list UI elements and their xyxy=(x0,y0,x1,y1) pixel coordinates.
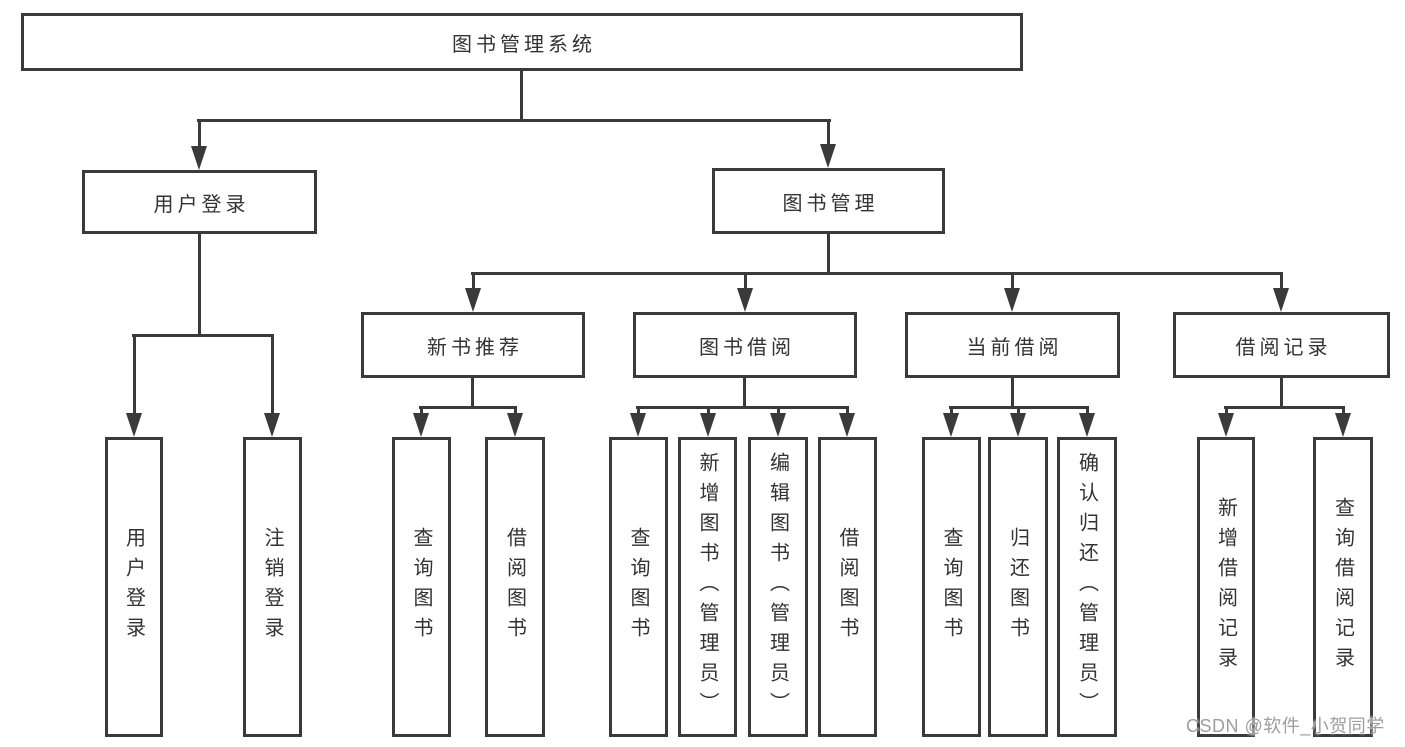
node-user-login: 用户登录 xyxy=(82,170,317,234)
arrowhead-leaf xyxy=(1010,413,1026,437)
node-label: 图书管理系统 xyxy=(452,33,596,56)
connector-stem-leaf xyxy=(1086,408,1089,413)
arrowhead-leaf xyxy=(1079,413,1095,437)
leaf-query-books-recommend: 查询图书 xyxy=(392,437,451,737)
connector-userlogin-vertical xyxy=(198,234,201,337)
connector-stem-leaf xyxy=(1225,408,1228,413)
leaf-label: 新增借阅记录 xyxy=(1214,497,1237,677)
connector-stem-leaf xyxy=(1342,408,1345,413)
arrowhead-leaf xyxy=(770,413,786,437)
arrowhead-leaf xyxy=(630,413,646,437)
leaf-label: 查询图书 xyxy=(627,527,649,647)
node-current-borrowing: 当前借阅 xyxy=(905,312,1120,378)
arrowhead-currentborrow xyxy=(1004,288,1020,312)
node-book-borrowing: 图书借阅 xyxy=(633,312,857,378)
connector-root-horizontal xyxy=(197,119,831,122)
node-label: 图书借阅 xyxy=(699,336,795,359)
connector-stem-leaf xyxy=(846,408,849,413)
connector-currentborrow-horizontal xyxy=(949,406,1089,409)
leaf-label: 查询图书 xyxy=(410,527,432,647)
node-label: 新书推荐 xyxy=(427,336,523,359)
leaf-user-login: 用户登录 xyxy=(105,437,163,737)
node-label: 图书管理 xyxy=(782,192,879,215)
connector-stem-book-management xyxy=(827,121,830,144)
connector-borrowrecords-horizontal xyxy=(1224,406,1345,409)
arrowhead-newbook xyxy=(465,288,481,312)
arrowhead-leaf xyxy=(507,413,523,437)
leaf-query-books-current: 查询图书 xyxy=(922,437,981,737)
connector-stem-currentborrow xyxy=(1011,274,1014,288)
leaf-label: 查询图书 xyxy=(940,527,962,647)
arrowhead-leaf xyxy=(943,413,959,437)
leaf-borrow-books-recommend: 借阅图书 xyxy=(485,437,545,737)
connector-stem-leaf xyxy=(777,408,780,413)
leaf-confirm-return-admin: 确认归还（管理员） xyxy=(1057,437,1117,737)
arrowhead-bookborrow xyxy=(737,288,753,312)
leaf-label: 归还图书 xyxy=(1006,527,1029,647)
leaf-logout: 注销登录 xyxy=(243,437,302,737)
leaf-return-books: 归还图书 xyxy=(988,437,1048,737)
connector-stem-newbook xyxy=(472,274,475,288)
leaf-label: 新增图书（管理员） xyxy=(696,452,718,722)
node-library-management-system: 图书管理系统 xyxy=(21,13,1023,71)
node-label: 借阅记录 xyxy=(1235,336,1332,359)
leaf-query-books-borrowing: 查询图书 xyxy=(609,437,668,737)
leaf-label: 借阅图书 xyxy=(503,527,526,647)
arrowhead-book-management xyxy=(820,144,836,168)
connector-stem-borrowrecords xyxy=(1280,274,1283,288)
arrowhead-leaf xyxy=(413,413,429,437)
node-book-management: 图书管理 xyxy=(712,168,945,234)
arrowhead-leaf xyxy=(1218,413,1234,437)
leaf-label: 编辑图书（管理员） xyxy=(766,452,789,722)
connector-stem-leaf xyxy=(420,408,423,413)
leaf-label: 确认归还（管理员） xyxy=(1075,452,1098,722)
connector-stem-leaf xyxy=(1017,408,1020,413)
arrowhead-leaf-logout xyxy=(264,413,280,437)
leaf-label: 用户登录 xyxy=(122,527,145,647)
csdn-watermark: CSDN @软件_小贺同学 xyxy=(1186,716,1385,736)
connector-borrowrecords-vertical xyxy=(1280,378,1283,409)
leaf-edit-books-admin: 编辑图书（管理员） xyxy=(748,437,808,737)
connector-bookmgmt-horizontal xyxy=(471,272,1283,275)
node-new-book-recommendation: 新书推荐 xyxy=(361,312,585,378)
arrowhead-leaf xyxy=(1335,413,1351,437)
arrowhead-borrowrecords xyxy=(1273,288,1289,312)
connector-stem-leaf xyxy=(950,408,953,413)
connector-stem-bookborrow xyxy=(744,274,747,288)
arrowhead-leaf xyxy=(700,413,716,437)
connector-stem-leaf xyxy=(707,408,710,413)
connector-stem-leaf-logout xyxy=(271,336,274,413)
node-label: 用户登录 xyxy=(153,193,250,216)
node-label: 当前借阅 xyxy=(966,336,1063,359)
node-borrowing-records: 借阅记录 xyxy=(1173,312,1390,378)
arrowhead-leaf-login xyxy=(126,413,142,437)
leaf-add-borrow-record: 新增借阅记录 xyxy=(1197,437,1255,737)
connector-bookborrow-horizontal xyxy=(636,406,849,409)
connector-userlogin-horizontal xyxy=(132,334,274,337)
leaf-borrow-books: 借阅图书 xyxy=(818,437,877,737)
connector-newbook-vertical xyxy=(471,378,474,409)
connector-stem-leaf xyxy=(637,408,640,413)
connector-root-vertical xyxy=(520,70,523,121)
connector-currentborrow-vertical xyxy=(1011,378,1014,409)
leaf-query-borrow-record: 查询借阅记录 xyxy=(1313,437,1373,737)
arrowhead-user-login xyxy=(191,146,207,170)
connector-stem-leaf-login xyxy=(133,336,136,413)
connector-stem-leaf xyxy=(514,408,517,413)
leaf-label: 查询借阅记录 xyxy=(1331,497,1354,677)
connector-bookmgmt-vertical xyxy=(827,234,830,275)
connector-stem-user-login xyxy=(198,121,201,146)
leaf-label: 借阅图书 xyxy=(836,527,858,647)
arrowhead-leaf xyxy=(839,413,855,437)
connector-bookborrow-vertical xyxy=(743,378,746,409)
leaf-label: 注销登录 xyxy=(261,527,283,647)
leaf-add-books-admin: 新增图书（管理员） xyxy=(678,437,737,737)
connector-newbook-horizontal xyxy=(419,406,517,409)
